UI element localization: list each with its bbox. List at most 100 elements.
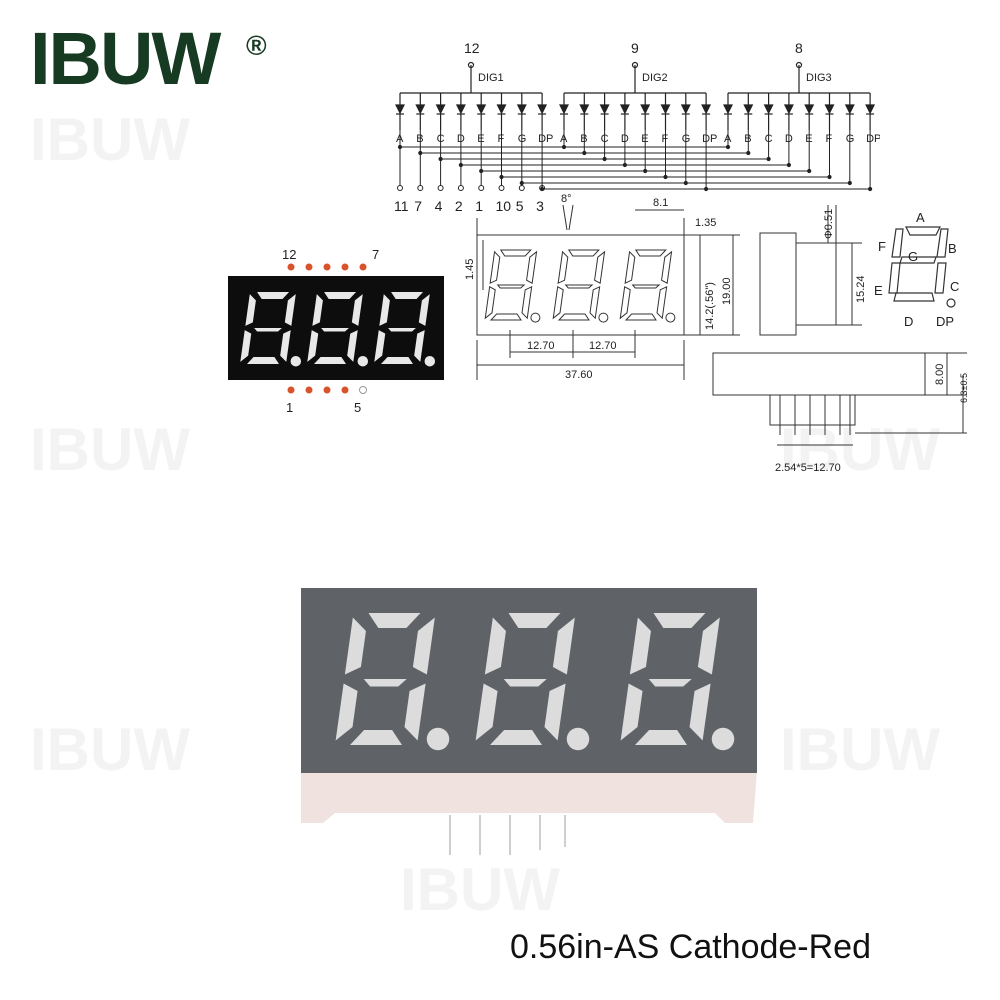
segment-g — [648, 679, 692, 687]
diode-icon — [640, 104, 651, 115]
segment-dp — [290, 355, 302, 367]
segment-label: G — [682, 133, 691, 145]
segment-b — [697, 617, 720, 675]
segment-label: DP — [702, 133, 717, 145]
led-base — [301, 770, 757, 823]
segment-a — [567, 249, 600, 257]
segment-label: D — [621, 133, 629, 145]
segment-a-label: A — [916, 210, 925, 225]
pin-row-label: 15.24 — [855, 275, 867, 303]
bottom-pin-dot — [341, 386, 349, 394]
diode-icon — [804, 104, 815, 115]
digit-spacing-label: 8.1 — [653, 197, 668, 209]
digit1-label: DIG1 — [478, 72, 504, 84]
diode-icon — [435, 104, 446, 115]
segment-pin-label: 2 — [455, 198, 463, 214]
angle-label: 8° — [561, 193, 572, 205]
segment-f — [245, 294, 256, 326]
pin-length-label: 6.3±0.5 — [959, 373, 969, 403]
segment-pin-label: 7 — [414, 198, 422, 214]
segment-b — [552, 617, 575, 675]
pin-5-label: 5 — [354, 400, 361, 415]
segment-e — [620, 683, 643, 741]
digit2-label: DIG2 — [642, 72, 668, 84]
segment-label: E — [477, 133, 484, 145]
body-depth-label: 8.00 — [934, 364, 946, 385]
brand-logo: IBUW — [30, 17, 221, 100]
front-view: 12 7 1 5 — [228, 247, 444, 415]
segment-label: B — [744, 133, 751, 145]
segment-e-label: E — [874, 283, 883, 298]
segment-label: F — [498, 133, 505, 145]
segment-a — [653, 613, 706, 628]
pin-1-label: 1 — [286, 400, 293, 415]
digit-height-label: 14.2(.56") — [704, 282, 716, 330]
segment-f — [344, 617, 366, 675]
segment-dp — [426, 727, 450, 751]
segment-pin-label: 1 — [475, 198, 483, 214]
segment-e — [475, 683, 498, 741]
segment-g — [496, 284, 526, 289]
segment-e — [374, 330, 386, 362]
segment-dp — [424, 355, 436, 367]
product-caption: 0.56in-AS Cathode-Red — [510, 928, 872, 966]
outline-digit — [552, 249, 609, 323]
bottom-side-view: 8.00 6.3±0.5 2.54*5=12.70 — [712, 352, 969, 474]
segment-a — [257, 292, 290, 299]
pitch-1-label: 12.70 — [527, 340, 555, 352]
segment-g-label: G — [908, 249, 918, 264]
segment-label: G — [846, 133, 855, 145]
pin-7-label: 7 — [372, 247, 379, 262]
segment-pin-label: 4 — [435, 198, 443, 214]
segment-dp — [665, 312, 676, 323]
segment-b-label: B — [948, 241, 957, 256]
top-pin-dot — [305, 263, 313, 271]
pin-circle — [478, 185, 485, 191]
segment-label: E — [805, 133, 812, 145]
segment-a — [324, 292, 357, 299]
segment-c — [414, 330, 425, 362]
segment-g — [363, 679, 407, 687]
diode-icon — [619, 104, 630, 115]
pin-circle — [498, 185, 505, 191]
segment-label: C — [765, 133, 773, 145]
segment-c — [544, 683, 566, 741]
diode-icon — [415, 104, 426, 115]
segment-dp — [357, 355, 369, 367]
pin-circle — [518, 185, 525, 191]
segment-g — [254, 328, 282, 332]
segment-a — [634, 249, 667, 257]
diode-icon — [455, 104, 466, 115]
segment-e — [335, 683, 358, 741]
segment-label: A — [396, 133, 404, 145]
segment-b — [284, 294, 296, 326]
dimension-drawing: 8° 8.1 1.35 1.45 14.2(.56") 19.00 12.70 … — [464, 193, 740, 381]
segment-pin-label: 3 — [536, 198, 544, 214]
diode-icon — [844, 104, 855, 115]
segment-e — [240, 330, 252, 362]
segment-g — [321, 328, 349, 332]
diode-icon — [723, 104, 733, 115]
segment-label: F — [826, 133, 833, 145]
pin-circle — [539, 185, 546, 191]
segment-label: DP — [538, 133, 553, 145]
diode-icon — [599, 104, 610, 115]
segment-c — [589, 285, 601, 320]
segment-f — [379, 294, 390, 326]
diode-icon — [476, 104, 487, 115]
segment-g — [631, 284, 661, 289]
diode-icon — [701, 104, 712, 115]
segment-b — [351, 294, 363, 326]
diode-icon — [743, 104, 754, 115]
segment-dp-label: DP — [936, 314, 954, 329]
segment-d — [314, 357, 346, 364]
segment-label: D — [457, 133, 465, 145]
segment-b — [526, 250, 538, 284]
segment-c — [521, 285, 533, 320]
diode-icon — [783, 104, 794, 115]
side-view: Φ0.51 15.24 — [759, 205, 867, 336]
segment-e — [484, 286, 496, 320]
pin-12-label: 12 — [282, 247, 296, 262]
segment-e — [552, 286, 564, 320]
svg-text:IBUW: IBUW — [780, 716, 940, 783]
